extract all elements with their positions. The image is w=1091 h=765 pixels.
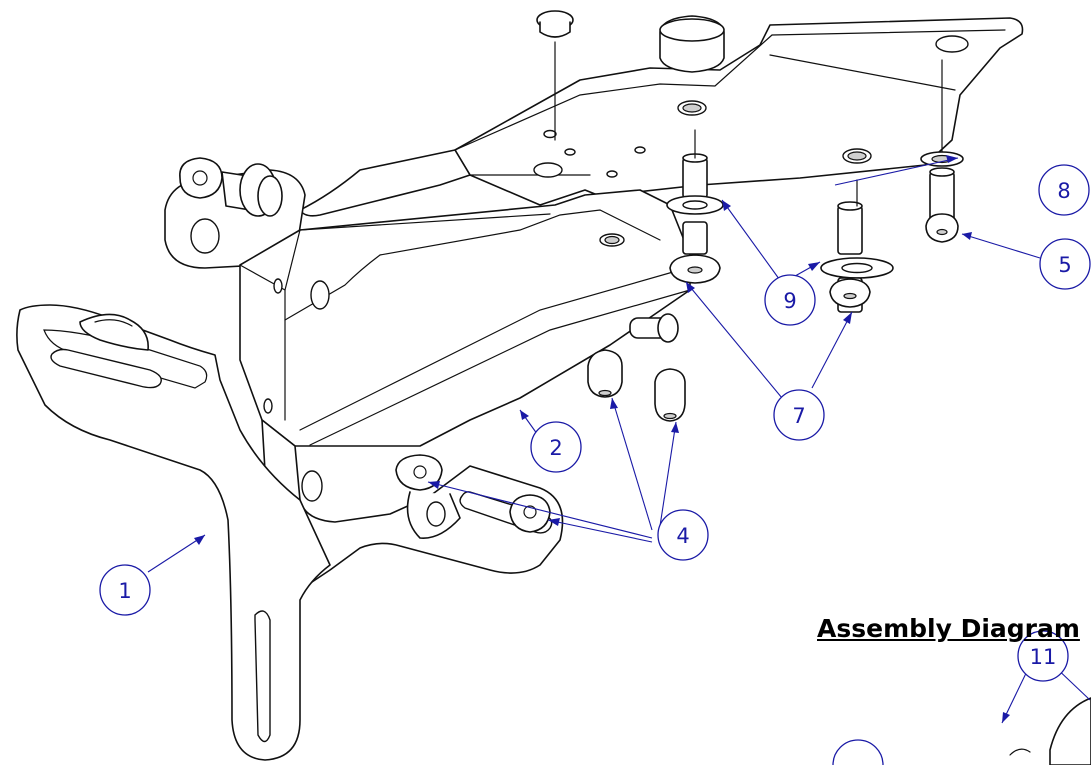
balloon-2-label: 2 (549, 436, 562, 460)
second-view-partial (1009, 697, 1091, 765)
leader-lines (147, 155, 1091, 724)
diagram-title: Assembly Diagram (817, 614, 1080, 643)
top-standoff (659, 15, 725, 73)
bolt-right-top (920, 59, 964, 243)
balloon-7-label: 7 (792, 404, 805, 428)
balloon-4: 4 (657, 509, 709, 561)
balloon-9: 9 (764, 274, 816, 326)
balloon-partial (832, 739, 884, 765)
bolt-center-lower (820, 179, 894, 313)
side-bracket (164, 157, 306, 269)
bolt-center-upper (666, 129, 724, 284)
balloon-4-label: 4 (676, 524, 689, 548)
mid-stud-and-nuts (587, 313, 686, 422)
balloon-1: 1 (99, 564, 151, 616)
balloon-5: 5 (1039, 238, 1091, 290)
balloon-8: 8 (1038, 164, 1090, 216)
balloon-11-label: 11 (1030, 645, 1057, 669)
balloon-7: 7 (773, 389, 825, 441)
top-cap-bolt (536, 10, 574, 141)
balloon-11: 11 (1017, 630, 1069, 682)
balloon-2: 2 (530, 421, 582, 473)
top-mounting-plate (299, 17, 1024, 217)
lower-fasteners (395, 454, 551, 539)
balloon-5-label: 5 (1058, 253, 1071, 277)
balloon-1-label: 1 (118, 579, 131, 603)
balloon-9-label: 9 (783, 289, 796, 313)
rear-plate (16, 304, 331, 761)
main-bracket-body (239, 189, 691, 447)
balloon-8-label: 8 (1057, 179, 1070, 203)
